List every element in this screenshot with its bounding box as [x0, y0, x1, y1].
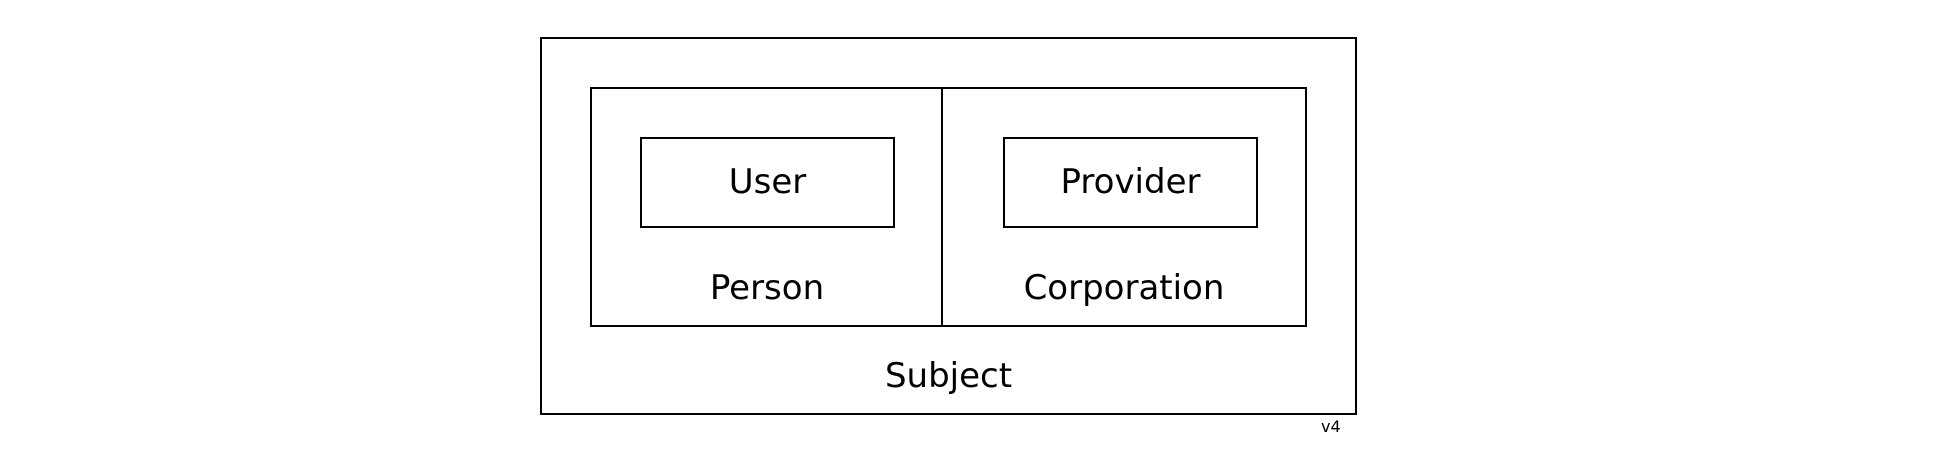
person-label: Person [709, 268, 825, 308]
version-label: v4 [1321, 417, 1341, 436]
provider-label: Provider [1060, 162, 1201, 202]
provider-box [1003, 137, 1258, 228]
user-label: User [728, 162, 807, 202]
subject-label: Subject [884, 356, 1013, 396]
user-box [640, 137, 895, 228]
corporation-label: Corporation [1023, 268, 1225, 308]
